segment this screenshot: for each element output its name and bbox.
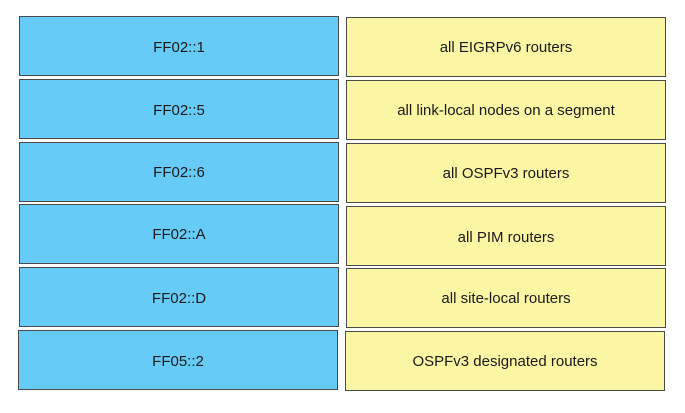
address-box-ff05-2[interactable]: FF05::2 [18, 330, 338, 390]
address-box-ff02-6[interactable]: FF02::6 [19, 142, 339, 202]
address-box-ff02-1[interactable]: FF02::1 [19, 16, 339, 76]
description-box-ospfv3-designated[interactable]: OSPFv3 designated routers [345, 331, 665, 391]
description-box-link-local-nodes[interactable]: all link-local nodes on a segment [346, 80, 666, 140]
address-box-ff02-5[interactable]: FF02::5 [19, 79, 339, 139]
address-box-ff02-d[interactable]: FF02::D [19, 267, 339, 327]
description-box-ospfv3-routers[interactable]: all OSPFv3 routers [346, 143, 666, 203]
description-box-eigrpv6[interactable]: all EIGRPv6 routers [346, 17, 666, 77]
description-box-pim-routers[interactable]: all PIM routers [346, 206, 666, 266]
address-box-ff02-a[interactable]: FF02::A [19, 204, 339, 264]
description-box-site-local-routers[interactable]: all site-local routers [346, 268, 666, 328]
